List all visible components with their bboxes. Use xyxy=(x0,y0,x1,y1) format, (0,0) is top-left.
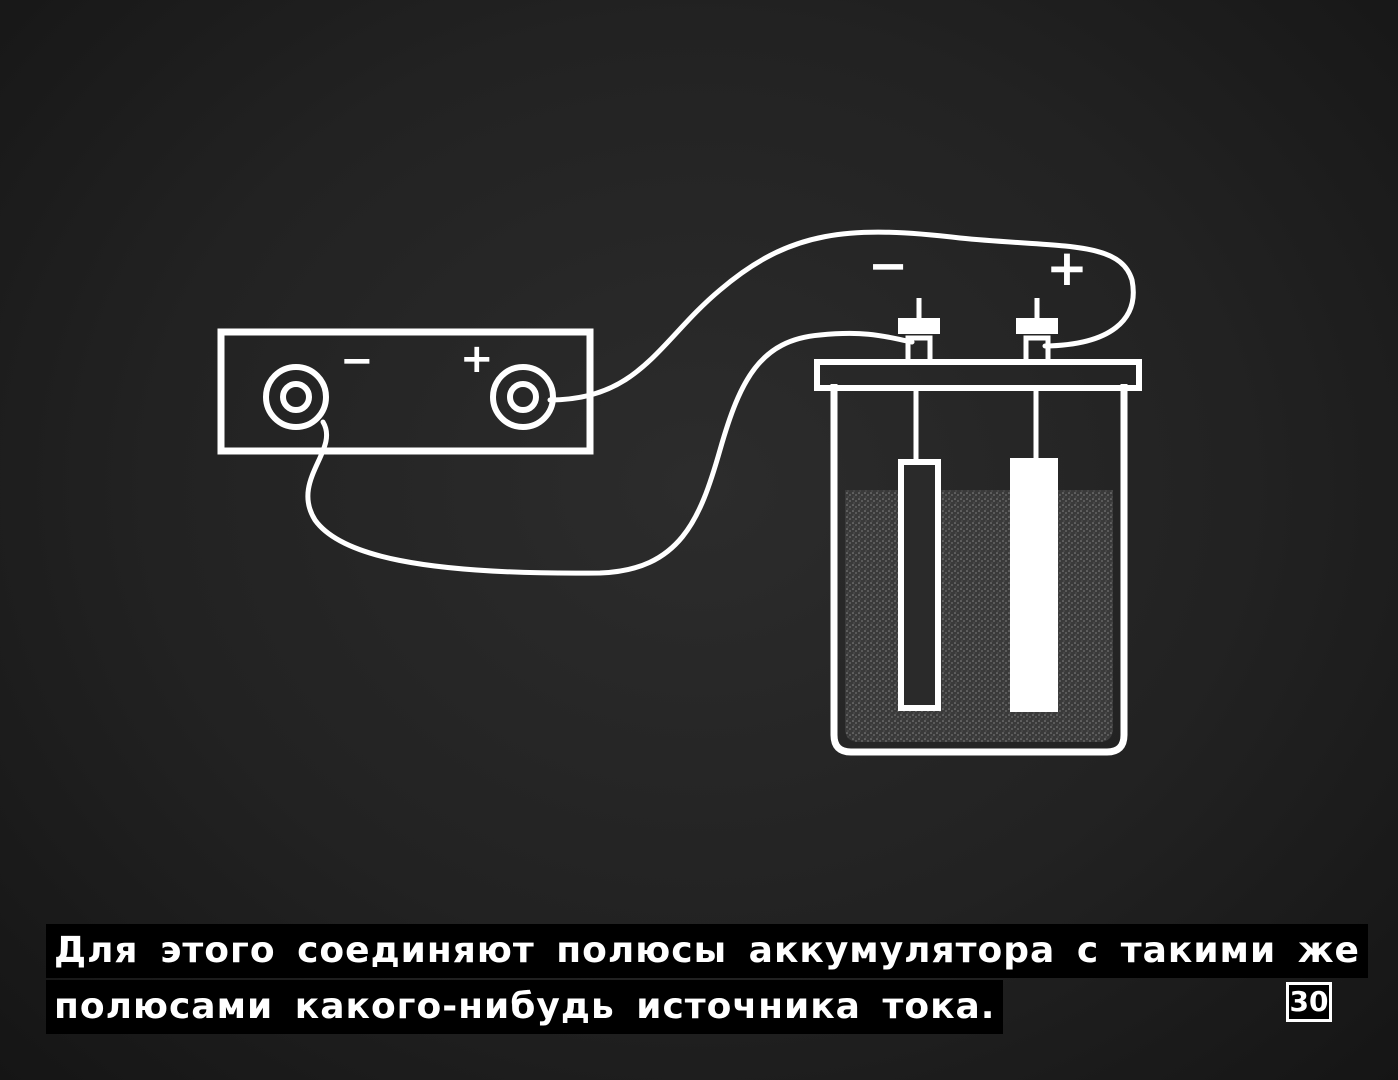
jar-lid xyxy=(814,359,1142,391)
source-plus-sign: + xyxy=(460,336,494,382)
source-minus-terminal xyxy=(263,364,329,430)
current-source: − + xyxy=(217,328,594,455)
caption-line-1: Для этого соединяют полюсы аккумулятора … xyxy=(46,924,1368,978)
wire-plus xyxy=(547,229,1136,403)
positive-electrode xyxy=(1010,458,1058,712)
accumulator-minus-sign: − xyxy=(868,238,908,294)
page-number: 30 xyxy=(1286,982,1332,1022)
electrolyte xyxy=(845,490,1113,742)
current-source-box xyxy=(217,328,594,455)
accumulator-plus-terminal xyxy=(1016,298,1058,365)
negative-electrode xyxy=(898,459,941,711)
source-minus-sign: − xyxy=(340,338,374,384)
accumulator-plus-sign: + xyxy=(1046,239,1088,297)
wire-minus xyxy=(305,330,915,576)
slide-caption: Для этого соединяют полюсы аккумулятора … xyxy=(46,924,1368,1036)
source-plus-terminal xyxy=(490,364,556,430)
accumulator-minus-terminal xyxy=(898,298,940,365)
caption-line-2: полюсами какого-нибудь источника тока. xyxy=(46,980,1004,1034)
accumulator: − + xyxy=(814,238,1142,756)
jar xyxy=(830,384,1128,756)
